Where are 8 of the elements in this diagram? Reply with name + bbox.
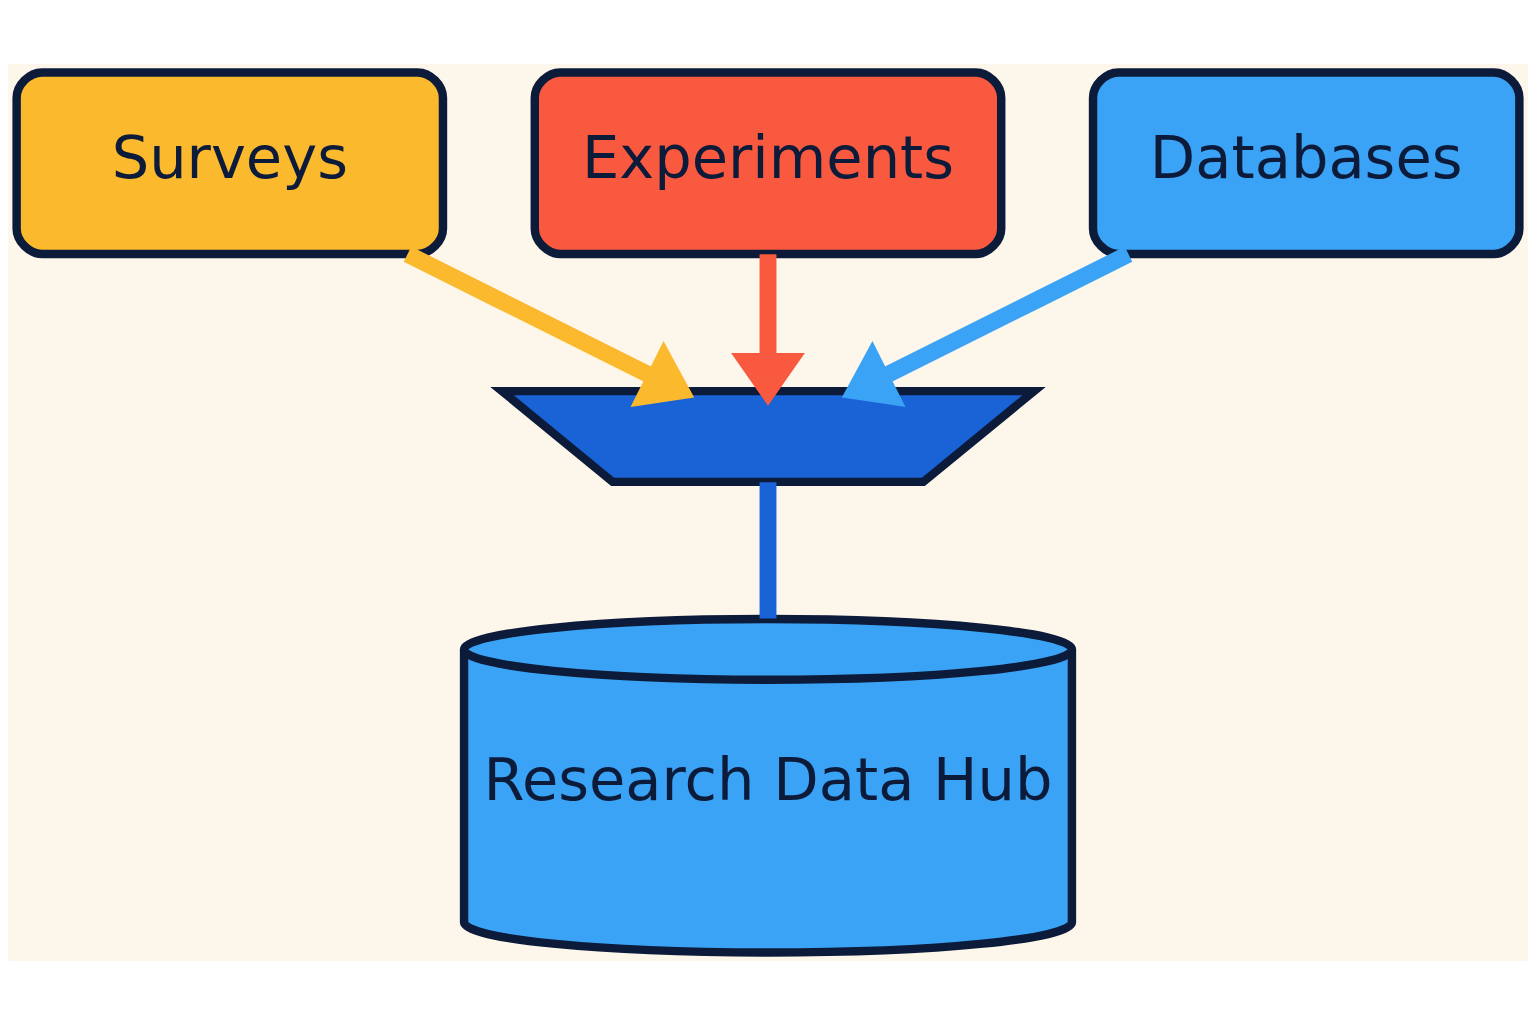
node-box: Experiments <box>530 67 1006 258</box>
node-box: Databases <box>1088 67 1524 258</box>
connector <box>759 481 777 618</box>
node-funnel <box>490 386 1046 486</box>
arrow <box>731 253 805 406</box>
arrow <box>841 246 1133 407</box>
node-box: Surveys <box>12 67 448 258</box>
arrow <box>403 246 695 407</box>
